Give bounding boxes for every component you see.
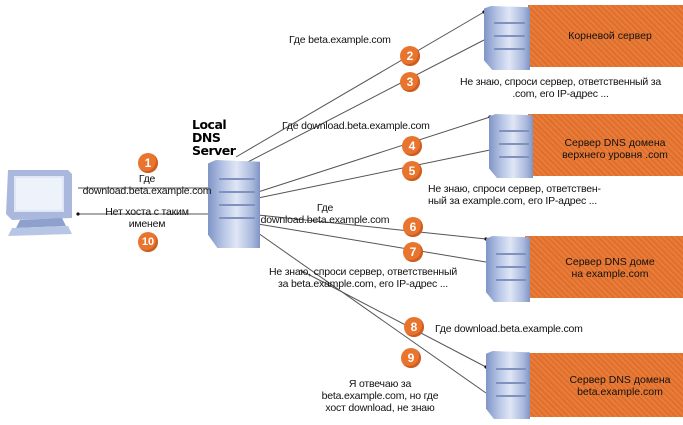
step-badge-5: 5 xyxy=(402,161,422,181)
tld-server-label: Сервер DNS домена верхнего уровня .com xyxy=(562,137,668,161)
step-badge-3: 3 xyxy=(400,72,420,92)
server-icon xyxy=(489,114,533,178)
line-step-8 xyxy=(299,269,487,368)
title-line-1: Local xyxy=(192,117,227,132)
message-step-8: Где download.beta.example.com xyxy=(435,323,583,335)
server-icon xyxy=(484,6,530,70)
message-step-10: Нет хоста с таким именем xyxy=(105,206,189,230)
example-server xyxy=(486,236,530,302)
line-step-3 xyxy=(245,39,485,164)
message-step-3: Не знаю, спроси сервер, ответственный за… xyxy=(459,76,662,100)
step-badge-10: 10 xyxy=(138,232,158,252)
tld-server-band xyxy=(528,114,683,176)
example-server-label: Сервер DNS доме на example.com xyxy=(565,256,655,280)
server-icon xyxy=(486,351,530,419)
local-dns-server xyxy=(208,160,260,248)
step-badge-1: 1 xyxy=(138,153,158,173)
arrowhead xyxy=(76,212,80,216)
message-step-2: Где beta.example.com xyxy=(289,34,391,46)
line-step-6 xyxy=(257,214,487,240)
server-icon xyxy=(486,236,530,302)
client-computer xyxy=(2,168,80,240)
message-step-1: Где download.beta.example.com xyxy=(82,173,212,197)
message-step-4: Где download.beta.example.com xyxy=(282,120,430,132)
message-step-9: Я отвечаю за beta.example.com, но где хо… xyxy=(321,378,439,414)
title-line-2: DNS xyxy=(192,130,221,145)
step-badge-4: 4 xyxy=(402,136,422,156)
message-step-6: Где download.beta.example.com xyxy=(260,202,390,226)
line-step-4 xyxy=(257,116,491,193)
message-step-7: Не знаю, спроси сервер, ответственный за… xyxy=(268,266,458,290)
message-step-5: Не знаю, спроси сервер, ответствен- ный … xyxy=(428,183,601,207)
step-badge-7: 7 xyxy=(403,242,423,262)
title-line-3: Server xyxy=(192,143,236,158)
beta-server-label: Сервер DNS домена beta.example.com xyxy=(569,374,671,398)
step-badge-2: 2 xyxy=(400,46,420,66)
line-step-7 xyxy=(257,223,487,263)
step-badge-8: 8 xyxy=(404,317,424,337)
monitor-icon xyxy=(6,170,72,236)
beta-server xyxy=(486,351,530,419)
example-server-band xyxy=(525,236,683,298)
line-step-9 xyxy=(257,232,487,394)
root-server-label: Корневой сервер xyxy=(568,30,652,42)
step-badge-6: 6 xyxy=(403,217,423,237)
line-step-2 xyxy=(235,11,485,158)
beta-server-band xyxy=(525,353,683,417)
root-server xyxy=(484,6,530,70)
tld-server xyxy=(489,114,533,178)
step-badge-9: 9 xyxy=(401,348,421,368)
root-server-band xyxy=(528,5,683,67)
line-step-5 xyxy=(257,149,491,199)
local-dns-title: Local DNS Server xyxy=(192,117,236,158)
